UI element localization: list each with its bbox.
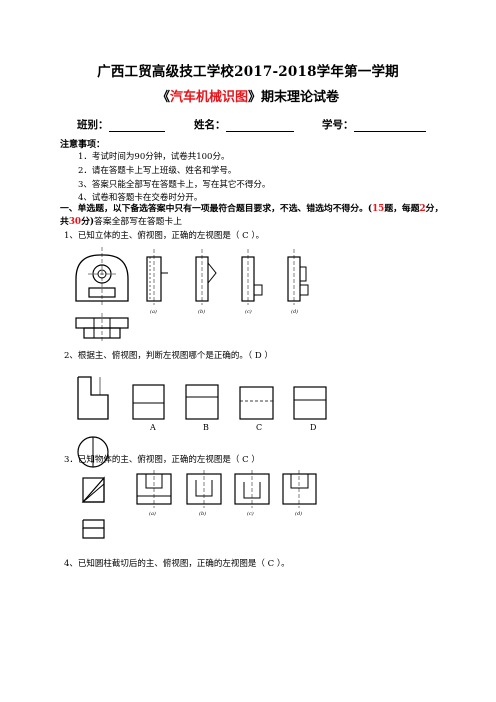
name-blank[interactable] — [225, 120, 294, 132]
section-heading-text: 分) — [81, 217, 95, 227]
number-blank[interactable] — [353, 120, 426, 132]
q3-option-a[interactable]: (a) — [149, 511, 156, 517]
question-1: 1、已知立体的主、俯视图，正确的左视图是（ C ）。 — [64, 231, 265, 241]
q1-option-b[interactable]: (b) — [198, 309, 206, 315]
subject-name: 汽车机械识图 — [169, 90, 248, 105]
exam-title: 广西工贸高级技工学校2017-2018学年第一学期 — [97, 64, 399, 80]
q3-option-d[interactable]: (d) — [295, 511, 303, 517]
section-heading-text: 分，共 — [60, 204, 444, 227]
subject-close: 》期末理论试卷 — [248, 90, 340, 105]
q2-option-c[interactable]: C — [256, 423, 263, 432]
q1-option-a[interactable]: (a) — [150, 309, 157, 315]
q2-option-d[interactable]: D — [310, 423, 317, 432]
note-item: 3、答案只能全部写在答题卡上，写在其它不得分。 — [78, 180, 271, 190]
exam-subtitle: 《汽车机械识图》期末理论试卷 — [0, 86, 496, 105]
note-item: 2．请在答题卡上写上班级、姓名和学号。 — [78, 166, 237, 176]
q3-option-c[interactable]: (c) — [247, 511, 254, 517]
q1-option-c[interactable]: (c) — [245, 309, 252, 315]
points-per-question: 2 — [419, 204, 426, 214]
notes-heading: 注意事项： — [60, 140, 106, 150]
answer-instruction: 答案全部写在答题卡上 — [94, 217, 183, 227]
number-label: 学号： — [322, 119, 354, 131]
subject-open: 《 — [156, 90, 170, 105]
class-field: 班别： — [77, 117, 165, 132]
question-4: 4、已知圆柱截切后的主、俯视图，正确的左视图是（ C ）。 — [64, 559, 290, 569]
question-2: 2、根据主、俯视图，判断左视图哪个是正确的。（ D ） — [64, 351, 273, 361]
note-item: 1．考试时间为90分钟，试卷共100分。 — [78, 152, 230, 162]
class-blank[interactable] — [108, 120, 165, 132]
note-item: 4、试卷和答题卡在交卷时分开。 — [78, 193, 203, 203]
section-heading-text: 题，每题 — [384, 204, 420, 214]
q3-figure — [81, 470, 317, 539]
q2-option-a[interactable]: A — [150, 423, 156, 432]
name-label: 姓名： — [194, 119, 226, 131]
q3-option-b[interactable]: (b) — [199, 511, 207, 517]
total-points: 30 — [68, 217, 82, 227]
q1-figure — [75, 247, 309, 343]
section-heading-text: 一、单选题，以下备选答案中只有一项最符合题目要求，不选、错选均不得分。( — [60, 204, 373, 214]
q2-option-b[interactable]: B — [203, 423, 209, 432]
number-field: 学号： — [322, 117, 426, 132]
question-3: 3．已知物体的主、俯视图，正确的左视图是（ C ） — [64, 455, 260, 465]
class-label: 班别： — [77, 119, 109, 131]
q1-option-d[interactable]: (d) — [291, 309, 299, 315]
name-field: 姓名： — [194, 117, 294, 132]
question-count: 15 — [372, 204, 385, 214]
section-heading: 一、单选题，以下备选答案中只有一项最符合题目要求，不选、错选均不得分。(15题，… — [60, 203, 445, 229]
q2-figure — [77, 376, 327, 468]
